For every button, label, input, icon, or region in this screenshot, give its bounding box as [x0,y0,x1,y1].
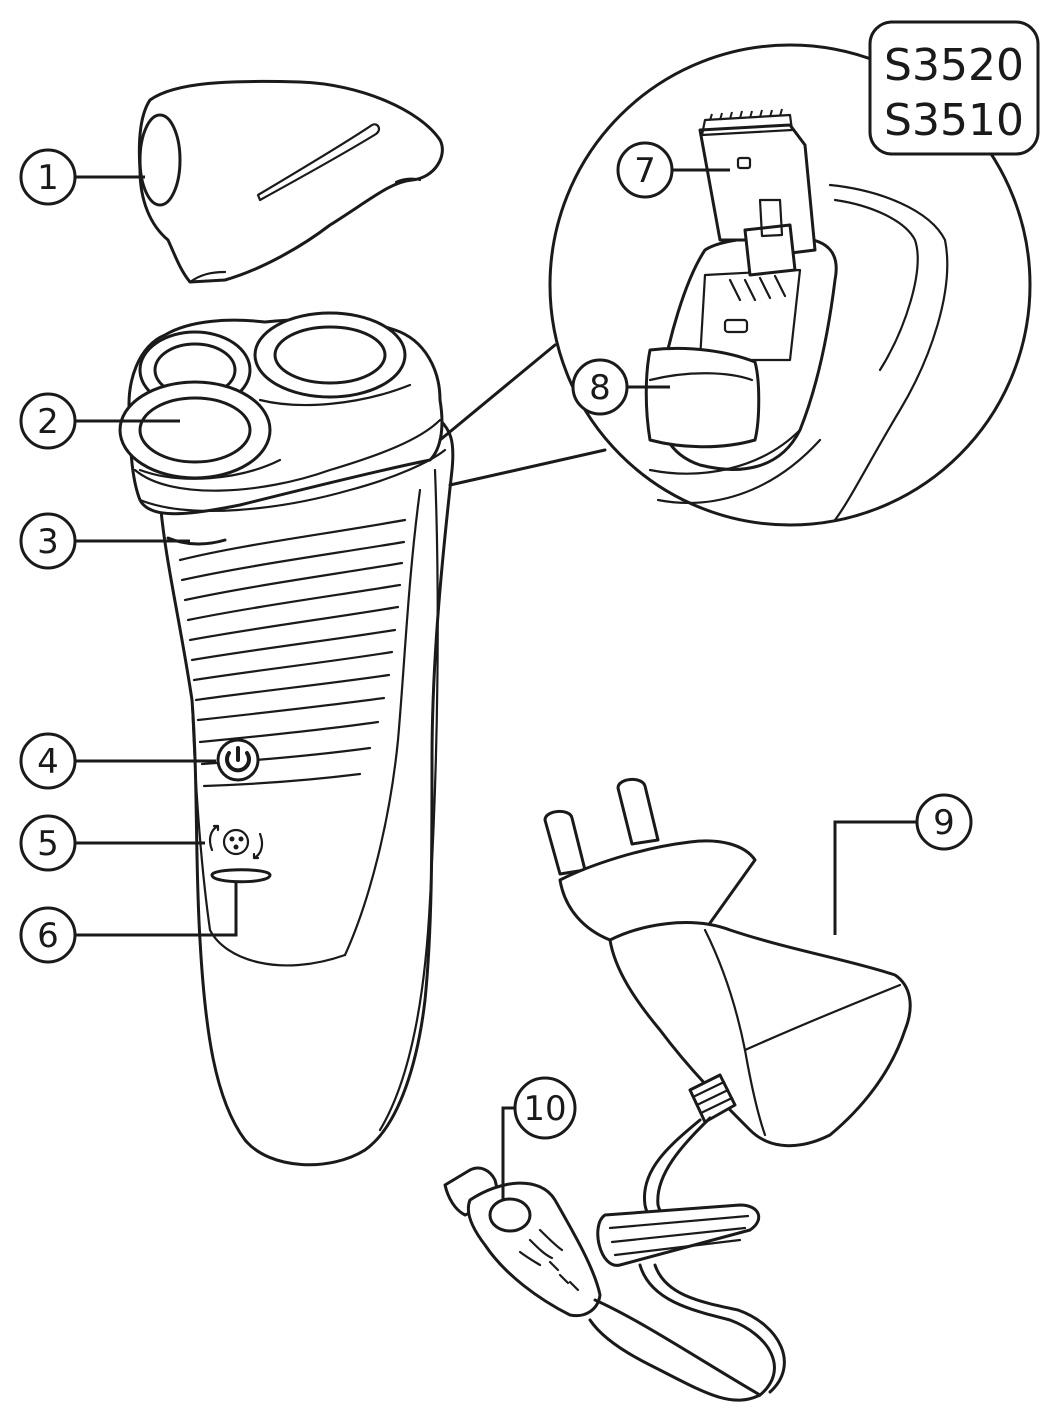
callout-7: 7 [616,141,730,199]
grip-ribs [178,518,407,788]
shaving-heads [118,311,412,480]
callout-4: 4 [19,732,216,790]
callout-number-6: 6 [37,916,59,956]
adapter-illustration [543,778,912,1402]
callout-9: 9 [833,793,973,935]
callout-number-5: 5 [37,824,59,864]
callout-1: 1 [19,148,145,206]
model-s3510: S3510 [884,95,1024,146]
model-label-box: S3520 S3510 [868,20,1040,156]
shaver-body-illustration [118,311,455,1167]
replacement-reminder-icon [208,824,264,860]
model-s3520: S3520 [884,40,1024,91]
callout-number-2: 2 [37,402,59,442]
callout-number-7: 7 [634,151,656,191]
on-off-button-illustration [216,738,260,782]
callout-number-3: 3 [37,522,59,562]
callout-number-9: 9 [933,803,955,843]
callout-10: 10 [501,1076,577,1200]
trimmer-illustration [644,108,949,522]
callout-2: 2 [19,392,180,450]
callout-number-8: 8 [589,368,611,408]
callout-number-10: 10 [523,1089,566,1129]
small-plug-illustration [443,1166,762,1397]
callout-number-4: 4 [37,742,59,782]
callout-6: 6 [19,882,238,964]
callout-8: 8 [571,358,670,416]
callout-3: 3 [19,512,190,570]
callout-number-1: 1 [37,158,59,198]
callout-5: 5 [19,814,205,872]
protection-cap-illustration [137,79,444,284]
